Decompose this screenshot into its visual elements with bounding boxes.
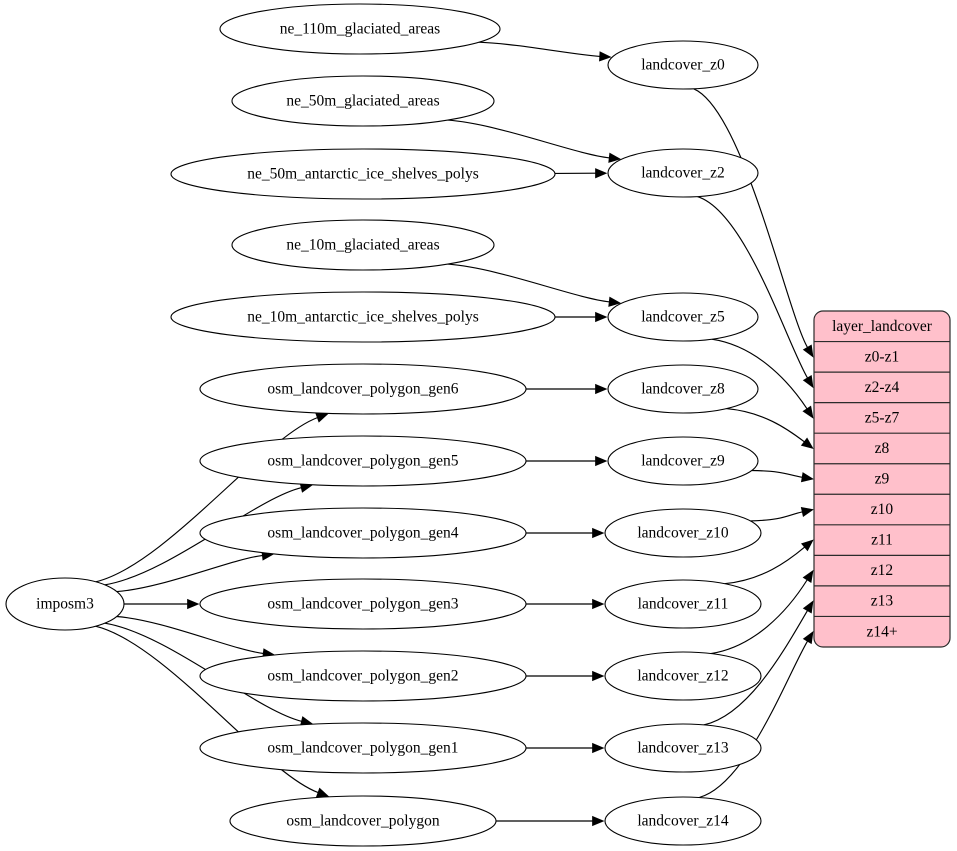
osm-table-node-osm_landcover_polygon_gen3[interactable]: osm_landcover_polygon_gen3 bbox=[199, 578, 527, 630]
graph-edge bbox=[525, 742, 605, 754]
record-row-z11[interactable]: z11 bbox=[814, 525, 950, 556]
graph-edge bbox=[697, 196, 814, 389]
natural-earth-node-ne_110m_glaciated_areas[interactable]: ne_110m_glaciated_areas bbox=[219, 3, 501, 55]
graph-edge bbox=[554, 168, 608, 179]
graph-edge bbox=[555, 311, 608, 323]
natural-earth-node-ne_10m_antarctic_ice_shelves_polys[interactable]: ne_10m_antarctic_ice_shelves_polys bbox=[170, 291, 556, 343]
graph-edge bbox=[711, 338, 814, 419]
graph-edge bbox=[447, 263, 622, 307]
graph-edge bbox=[699, 630, 814, 799]
landcover-view-node-landcover_z0[interactable]: landcover_z0 bbox=[607, 40, 759, 90]
landcover-view-node-landcover_z5[interactable]: landcover_z5 bbox=[607, 292, 759, 342]
graph-edge bbox=[95, 625, 330, 798]
graph-edge bbox=[478, 41, 612, 62]
record-row-z2-z4[interactable]: z2-z4 bbox=[814, 372, 950, 403]
graph-edge bbox=[447, 119, 622, 163]
record-header-cell[interactable]: layer_landcover bbox=[814, 311, 950, 342]
record-table-layer-landcover[interactable]: layer_landcoverz0-z1z2-z4z5-z7z8z9z10z11… bbox=[813, 310, 951, 648]
osm-table-node-osm_landcover_polygon_gen5[interactable]: osm_landcover_polygon_gen5 bbox=[199, 435, 527, 487]
graph-edge bbox=[526, 527, 605, 539]
graph-edge bbox=[693, 88, 814, 358]
graph-edge bbox=[751, 469, 814, 483]
edges-layer bbox=[95, 41, 814, 827]
osm-table-node-osm_landcover_polygon_gen1[interactable]: osm_landcover_polygon_gen1 bbox=[199, 722, 527, 774]
osm-table-node-osm_landcover_polygon_gen2[interactable]: osm_landcover_polygon_gen2 bbox=[199, 650, 527, 702]
graph-edge bbox=[526, 455, 608, 467]
nodes-layer: imposm3 ne_110m_glaciated_areas ne_50m_gla… bbox=[5, 3, 762, 847]
graph-edge bbox=[116, 615, 276, 659]
natural-earth-node-ne_50m_antarctic_ice_shelves_polys[interactable]: ne_50m_antarctic_ice_shelves_polys bbox=[170, 148, 556, 200]
osm-table-node-osm_landcover_polygon[interactable]: osm_landcover_polygon bbox=[229, 795, 497, 847]
graph-edge bbox=[526, 598, 605, 610]
record-row-z0-z1[interactable]: z0-z1 bbox=[814, 342, 950, 373]
landcover-view-node-landcover_z9[interactable]: landcover_z9 bbox=[607, 436, 759, 486]
graph-edge bbox=[525, 670, 605, 682]
landcover-view-node-landcover_z10[interactable]: landcover_z10 bbox=[604, 508, 762, 558]
graph-edge bbox=[703, 600, 814, 726]
graph-edge bbox=[496, 815, 605, 827]
landcover-view-node-landcover_z12[interactable]: landcover_z12 bbox=[604, 651, 762, 701]
landcover-view-node-landcover_z2[interactable]: landcover_z2 bbox=[607, 148, 759, 198]
record-row-z5-z7[interactable]: z5-z7 bbox=[814, 403, 950, 434]
natural-earth-node-ne_10m_glaciated_areas[interactable]: ne_10m_glaciated_areas bbox=[231, 219, 495, 271]
record-row-z9[interactable]: z9 bbox=[814, 464, 950, 495]
graph-edge bbox=[710, 569, 814, 655]
natural-earth-node-ne_50m_glaciated_areas[interactable]: ne_50m_glaciated_areas bbox=[231, 75, 495, 127]
record-table-layer: layer_landcoverz0-z1z2-z4z5-z7z8z9z10z11… bbox=[813, 310, 951, 648]
graph-edge bbox=[750, 506, 814, 522]
osm-table-node-osm_landcover_polygon_gen4[interactable]: osm_landcover_polygon_gen4 bbox=[199, 507, 527, 559]
source-node-imposm3[interactable]: imposm3 bbox=[5, 577, 125, 631]
osm-table-node-osm_landcover_polygon_gen6[interactable]: osm_landcover_polygon_gen6 bbox=[199, 363, 527, 415]
record-row-z14+[interactable]: z14+ bbox=[814, 616, 950, 647]
record-row-z10[interactable]: z10 bbox=[814, 494, 950, 525]
record-row-z8[interactable]: z8 bbox=[814, 433, 950, 464]
record-row-z13[interactable]: z13 bbox=[814, 586, 950, 617]
landcover-view-node-landcover_z14[interactable]: landcover_z14 bbox=[604, 796, 762, 846]
graph-edge bbox=[526, 383, 608, 395]
record-row-z12[interactable]: z12 bbox=[814, 555, 950, 586]
landcover-view-node-landcover_z8[interactable]: landcover_z8 bbox=[607, 364, 759, 414]
graph-edge bbox=[724, 539, 814, 585]
graph-edge bbox=[726, 408, 814, 450]
landcover-view-node-landcover_z13[interactable]: landcover_z13 bbox=[604, 723, 762, 773]
graph-edge bbox=[124, 598, 200, 610]
landcover-view-node-landcover_z11[interactable]: landcover_z11 bbox=[604, 579, 762, 629]
